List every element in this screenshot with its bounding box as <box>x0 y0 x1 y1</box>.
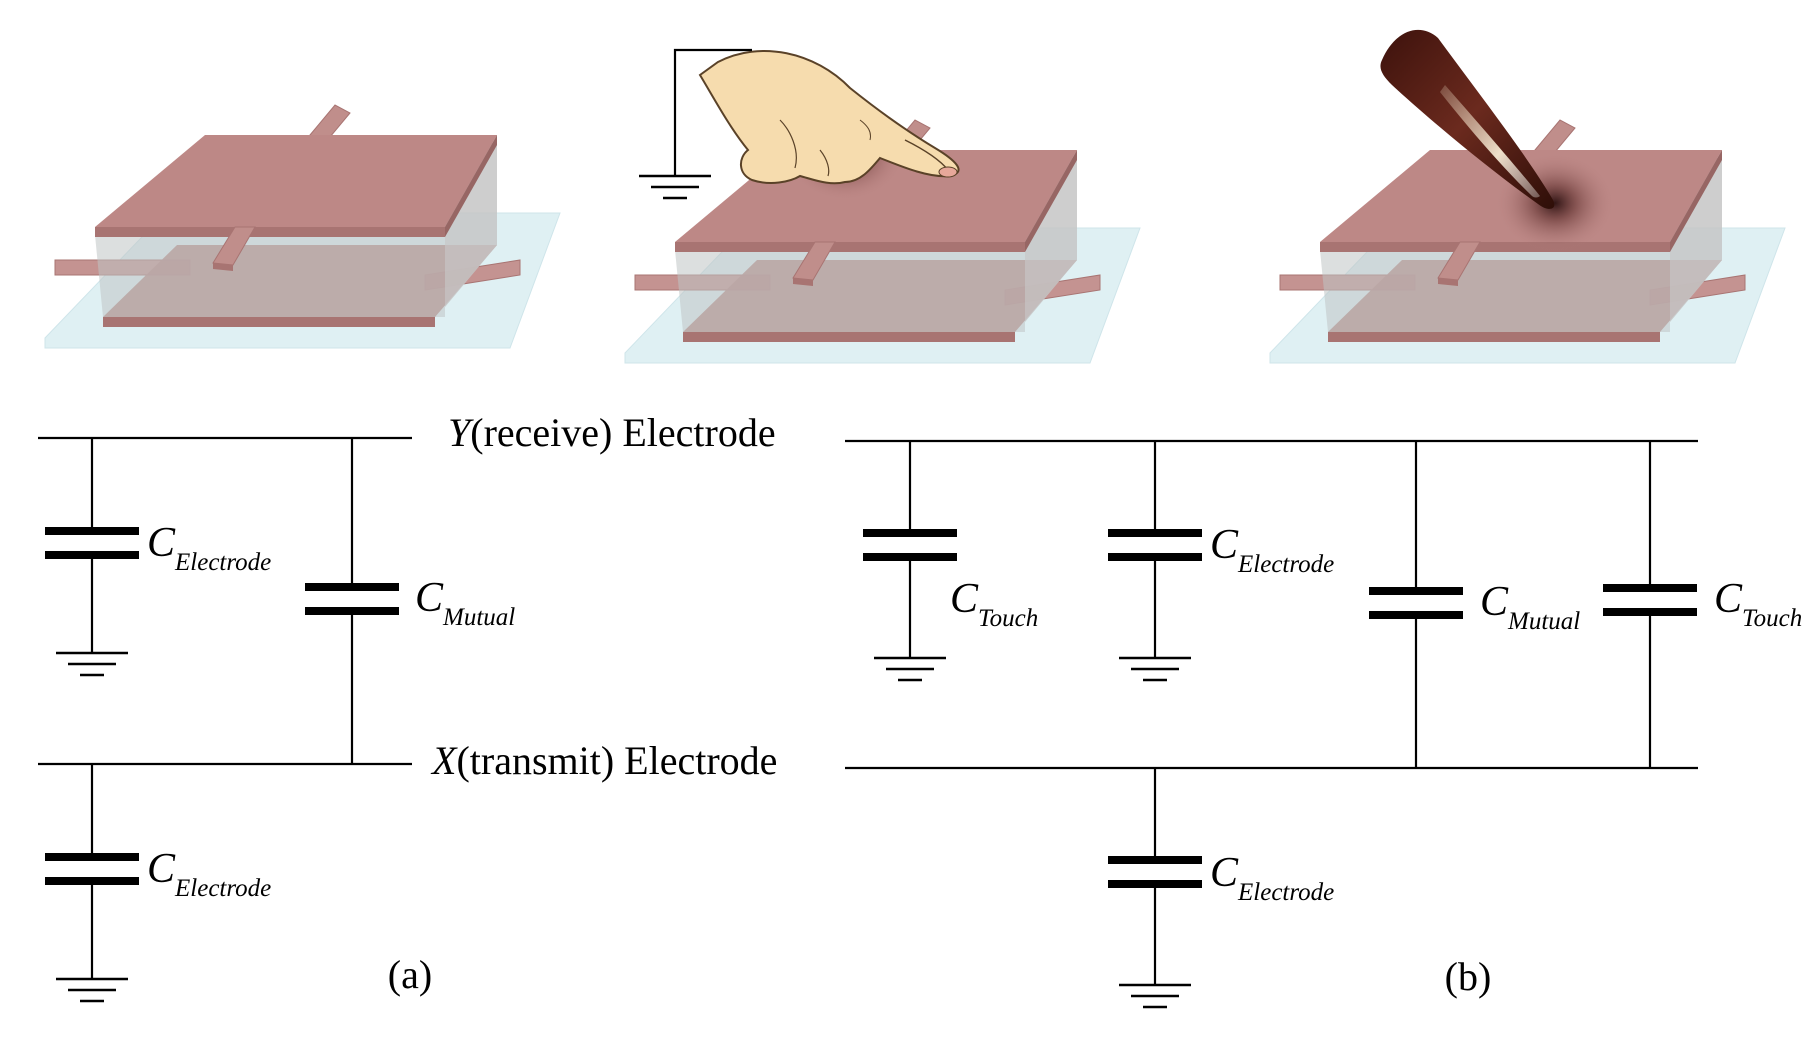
finger-icon <box>698 50 960 185</box>
capacitor-label: CElectrode <box>1210 850 1334 906</box>
capacitor-label: CTouch <box>950 576 1038 632</box>
capacitor-electrode-x-a <box>45 764 139 1003</box>
capacitor-touch-b <box>1603 441 1697 768</box>
capacitor-touch-ground-b <box>863 441 957 682</box>
x-electrode-label: X(transmit) Electrode <box>430 738 777 783</box>
capacitor-label: CElectrode <box>147 520 271 576</box>
capacitor-label: CElectrode <box>147 846 271 902</box>
ground-symbol-icon <box>637 48 752 200</box>
circuit-a: CElectrode CMutual CElectrode (a) <box>38 436 515 1003</box>
capacitor-label: CMutual <box>415 575 515 631</box>
capacitor-electrode-x-b <box>1108 768 1202 1009</box>
circuit-b: CTouch CElectrode CMutual <box>845 439 1802 1009</box>
capacitor-label: CMutual <box>1480 579 1580 635</box>
touch-panel-stylus-illustration <box>1269 119 1786 364</box>
panel-label-a: (a) <box>388 952 432 997</box>
panel-label-b: (b) <box>1445 954 1492 999</box>
stylus-icon <box>1380 29 1555 209</box>
capacitor-label: CElectrode <box>1210 522 1334 578</box>
capacitor-mutual-b <box>1369 441 1463 768</box>
capacitor-label: CTouch <box>1714 576 1802 632</box>
capacitor-electrode-y-b <box>1108 441 1202 682</box>
y-electrode-label: Y(receive) Electrode <box>448 410 776 455</box>
capacitor-mutual-a <box>305 438 399 764</box>
touch-panel-idle-illustration <box>44 104 561 349</box>
capacitor-electrode-y-a <box>45 438 139 677</box>
